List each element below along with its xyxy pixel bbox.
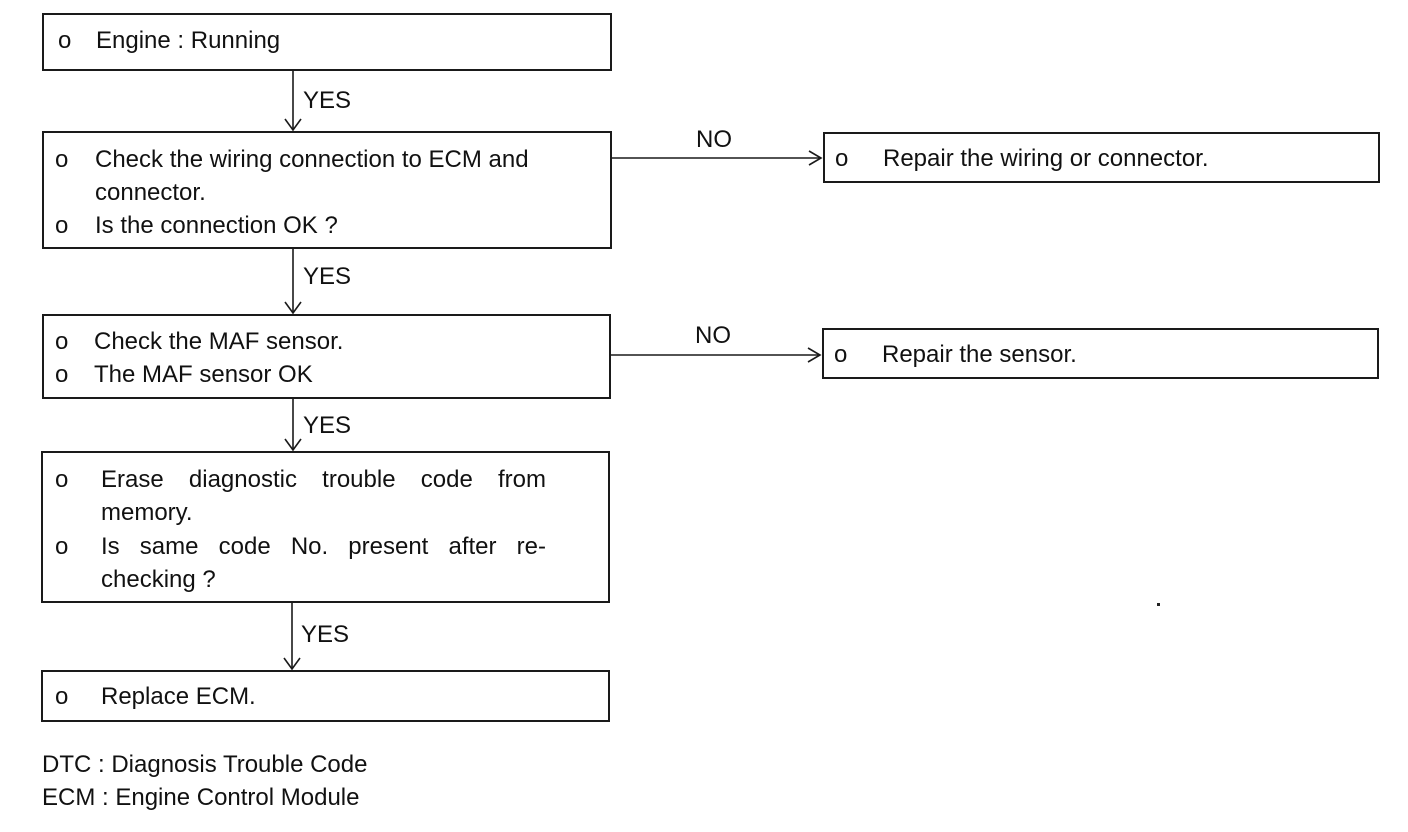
- step-replace-ecm-box: o Replace ECM.: [41, 670, 610, 722]
- step-text: Replace ECM.: [101, 683, 256, 710]
- bullet-marker: o: [55, 146, 69, 173]
- step-text: Engine : Running: [96, 27, 281, 54]
- bullet-marker: o: [55, 328, 69, 355]
- step-check-maf-box: o Check the MAF sensor. o The MAF sensor…: [42, 314, 611, 399]
- bullet-marker: o: [835, 145, 849, 172]
- yes-label-2: YES: [303, 263, 352, 290]
- bullet-marker: o: [58, 27, 72, 54]
- bullet-marker: o: [55, 533, 69, 560]
- step-engine-running-box: o Engine : Running: [42, 13, 612, 71]
- step-question: Is same code No. present after re-: [101, 533, 546, 560]
- scan-speck: [1157, 603, 1160, 606]
- yes-arrowhead-4: [283, 657, 301, 671]
- yes-arrowhead-1: [284, 118, 302, 132]
- bullet-marker: o: [55, 466, 69, 493]
- bullet-marker: o: [55, 683, 69, 710]
- no-label-2: NO: [695, 322, 731, 349]
- no-arrowhead-1: [808, 150, 823, 166]
- branch-text: Repair the sensor.: [882, 341, 1077, 368]
- bullet-marker: o: [834, 341, 848, 368]
- no-label-1: NO: [696, 126, 732, 153]
- bullet-marker: o: [55, 212, 69, 239]
- yes-label-1: YES: [303, 87, 352, 114]
- no-arrowhead-2: [807, 347, 822, 363]
- step-check-wiring-box: o Check the wiring connection to ECM and…: [42, 131, 612, 249]
- yes-arrowhead-3: [284, 438, 302, 452]
- yes-label-4: YES: [301, 621, 350, 648]
- step-text: Erase diagnostic trouble code from: [101, 466, 546, 493]
- step-erase-dtc-box: o Erase diagnostic trouble code from mem…: [41, 451, 610, 603]
- step-question: The MAF sensor OK: [94, 361, 313, 388]
- step-question: checking ?: [101, 566, 216, 593]
- legend-ecm: ECM : Engine Control Module: [42, 784, 360, 811]
- step-text: memory.: [101, 499, 193, 526]
- legend-dtc: DTC : Diagnosis Trouble Code: [42, 751, 368, 778]
- step-text: connector.: [95, 179, 206, 206]
- bullet-marker: o: [55, 361, 69, 388]
- branch-repair-sensor-box: o Repair the sensor.: [822, 328, 1379, 379]
- yes-arrowhead-2: [284, 301, 302, 315]
- step-text: Check the MAF sensor.: [94, 328, 344, 355]
- yes-label-3: YES: [303, 412, 352, 439]
- step-question: Is the connection OK ?: [95, 212, 338, 239]
- branch-repair-wiring-box: o Repair the wiring or connector.: [823, 132, 1380, 183]
- step-text: Check the wiring connection to ECM and: [95, 146, 529, 173]
- branch-text: Repair the wiring or connector.: [883, 145, 1209, 172]
